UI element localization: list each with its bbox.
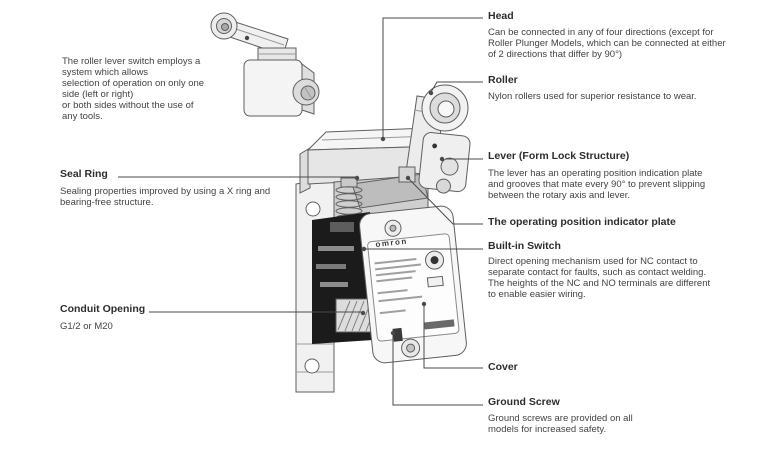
built-in-switch-desc: Direct opening mechanism used for NC con…	[488, 256, 711, 300]
seal-ring-title: Seal Ring	[60, 168, 108, 180]
leader-lines	[118, 17, 483, 406]
head-title: Head	[488, 10, 514, 22]
indicator-plate-part	[398, 166, 416, 183]
seal-ring-desc: Sealing properties improved by using a X…	[60, 186, 271, 208]
ground-screw-part	[392, 327, 403, 342]
roller-lever-part	[398, 84, 471, 194]
intro-text: The roller lever switch employs a system…	[62, 56, 205, 122]
limit-switch-cutaway-drawing	[295, 84, 471, 393]
ground-screw-desc: Ground screws are provided on all models…	[488, 413, 633, 435]
conduit-opening-title: Conduit Opening	[60, 303, 146, 315]
conduit-opening-desc: G1/2 or M20	[60, 321, 113, 332]
cover-title: Cover	[488, 361, 518, 373]
roller-desc: Nylon rollers used for superior resistan…	[488, 91, 697, 102]
leader-head	[380, 17, 483, 142]
lever-desc: The lever has an operating position indi…	[488, 168, 706, 201]
lever-form-lock-plate	[418, 132, 471, 194]
cover-part	[359, 205, 467, 364]
lever-title: Lever (Form Lock Structure)	[488, 150, 630, 162]
thumbnail-arm-pin	[244, 35, 250, 41]
ground-screw-title: Ground Screw	[488, 396, 560, 408]
leader-conduit-opening	[149, 310, 366, 316]
roller-title: Roller	[488, 74, 518, 86]
leader-seal-ring	[118, 175, 360, 181]
built-in-switch-title: Built-in Switch	[488, 240, 561, 252]
leader-lever	[439, 156, 483, 162]
label-plate-fineprint	[374, 257, 423, 315]
leader-cover	[421, 301, 483, 369]
leader-indicator-plate	[405, 175, 483, 225]
indicator-plate-title: The operating position indicator plate	[488, 216, 676, 228]
roller-lever-head-thumbnail	[210, 12, 320, 117]
leader-ground-screw	[390, 330, 483, 406]
head-desc: Can be connected in any of four directio…	[488, 27, 726, 60]
leader-roller	[428, 81, 483, 96]
leader-built-in-switch	[361, 246, 483, 252]
